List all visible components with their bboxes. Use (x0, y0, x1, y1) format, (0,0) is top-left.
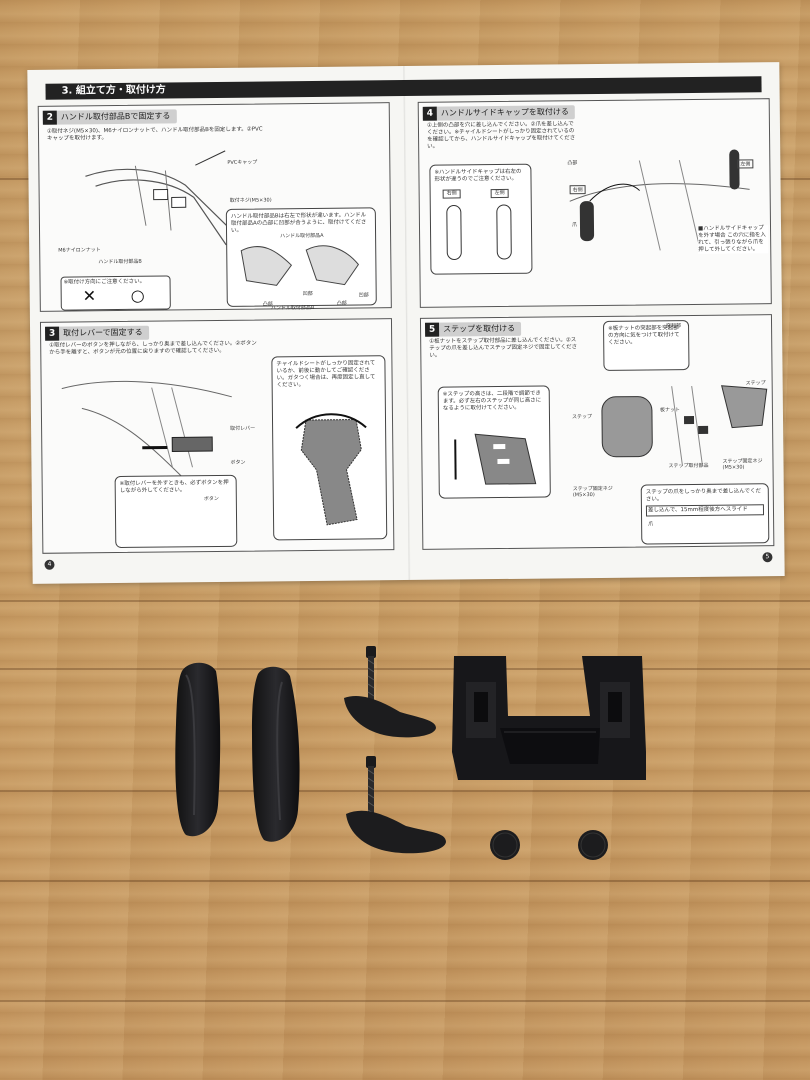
step-2-panel: 2 ハンドル取付部品Bで固定する ①取付ネジ(M5×30)、M6ナイロンナットで… (37, 102, 392, 312)
plank-seam (0, 668, 810, 670)
step-title-text: ステップを取付ける (443, 323, 516, 334)
plank-seam (0, 600, 810, 602)
page-fold (403, 65, 411, 580)
callout-text: ハンドル取付部品Bは右左で形状が違います。ハンドル取付部品Aの凸部に凹部が合うよ… (230, 212, 367, 234)
label-button: ボタン (230, 459, 246, 466)
step-5-panel: 5 ステップを取付ける ①板ナットをステップ取付部品に差し込んでください。②ステ… (419, 314, 775, 550)
pvc-cap-1 (490, 830, 520, 860)
label-pvc-cap: PVCキャップ (227, 159, 258, 166)
label-button-2: ボタン (203, 495, 219, 503)
callout-text: チャイルドシートがしっかり固定されているか、前後に動かしてご確認ください。ガタつ… (276, 360, 376, 389)
step-number: 4 (422, 106, 437, 121)
callout-text: ステップの爪をしっかり奥まで差し込んでください。 (645, 488, 762, 503)
label-mount-b-2: ハンドル取付部品B (270, 304, 315, 312)
step-2-title: 2 ハンドル取付部品Bで固定する (42, 109, 177, 125)
label-mount-a: ハンドル取付部品A (280, 232, 324, 240)
lever-sketch (61, 380, 232, 478)
instruction-manual: 3. 組立て方・取付け方 2 ハンドル取付部品Bで固定する ①取付ネジ(M5×3… (27, 62, 785, 584)
step-height-sketch (454, 433, 537, 485)
step-title-text: ハンドル取付部品Bで固定する (60, 111, 171, 122)
step-4-title: 4 ハンドルサイドキャップを取付ける (422, 105, 575, 121)
label-mount-b: ハンドル取付部品B (98, 258, 142, 266)
plank-seam (0, 880, 810, 882)
step-4-panel: 4 ハンドルサイドキャップを取付ける ①上側の凸部を穴に差し込んでください。②爪… (417, 98, 772, 308)
plate-nut-callout: ※板ナットの突起部を突起部の方向に気をつけて取付けてください。 突起部 (602, 320, 690, 371)
label-right-2: 右側 (569, 185, 586, 195)
callout-text: ※ステップの高さは、二段階で調節できます。必ず左右のステップが同じ高さになるよう… (442, 390, 542, 412)
page-number-left: 4 (44, 559, 55, 570)
label-claw: 爪 (571, 222, 578, 229)
cap-install-sketch (569, 149, 750, 251)
step-3-title: 3 取付レバーで固定する (45, 325, 149, 341)
step-title-text: 取付レバーで固定する (63, 327, 143, 338)
label-concave-2: 凹部 (358, 292, 369, 299)
step-note: ①上側の凸部を穴に差し込んでください。②爪を差し込んでください。※チャイルドシー… (426, 121, 576, 150)
label-concave-1: 凹部 (302, 290, 313, 298)
step-install-sketch (601, 385, 768, 467)
label-convex: 凸部 (567, 160, 578, 167)
label-right: 右側 (442, 189, 461, 199)
caution-text: ※取付け方向にご注意ください。 (63, 278, 146, 286)
step-note: ①板ナットをステップ取付部品に差し込んでください。②ステップの爪を差し込んでステ… (429, 337, 578, 359)
cap-outline-sketch (446, 204, 512, 260)
step-number: 2 (42, 110, 57, 125)
cap-remove-note: ■ハンドルサイドキャップを外す場合 この穴に指を入れて、引っ張りながら爪を押して… (697, 225, 769, 254)
callout-text: ※取付レバーを外すときも、必ずボタンを押しながら外してください。 (119, 479, 229, 495)
label-convex-2: 凸部 (336, 300, 347, 307)
caution-box: ※取付け方向にご注意ください。 (60, 275, 171, 311)
handle-mount-part-b-lower (346, 756, 446, 854)
label-screw: 取付ネジ(M5×30) (229, 197, 272, 204)
wrong-mark: ✕ (82, 286, 97, 306)
callout-text: ※ハンドルサイドキャップは右左の形状が違うのでご注意ください。 (434, 168, 522, 183)
label-step-screw-2: ステップ固定ネジ(M5×30) (572, 485, 613, 499)
handlebar-sketch (85, 150, 237, 246)
step-number: 3 (45, 326, 60, 341)
mount-parts-sketch (240, 245, 360, 286)
handle-side-cap-left (252, 666, 300, 842)
slide-hint: 差し込んで、15mm程度後方へスライド (645, 504, 765, 517)
step-note: ①取付レバーのボタンを押しながら、しっかり奥まで差し込んでください。②ボタンから… (49, 340, 257, 356)
plank-seam (0, 790, 810, 792)
pvc-cap-2 (578, 830, 608, 860)
step-5-title: 5 ステップを取付ける (424, 321, 522, 337)
page-number-right: 5 (762, 552, 773, 563)
step-3-panel: 3 取付レバーで固定する ①取付レバーのボタンを押しながら、しっかり奥まで差し込… (39, 318, 395, 554)
step-bracket (452, 656, 646, 780)
correct-mark: ○ (130, 285, 145, 305)
label-lever: 取付レバー (230, 425, 256, 432)
step-number: 5 (424, 322, 440, 337)
label-claw: 爪 (648, 521, 654, 528)
step-title-text: ハンドルサイドキャップを取付ける (440, 107, 569, 118)
cap-shape-callout: ※ハンドルサイドキャップは右左の形状が違うのでご注意ください。 右側 左側 (429, 163, 533, 275)
seat-sketch (295, 413, 367, 526)
label-left-2: 左側 (737, 159, 754, 169)
step-height-callout: ※ステップの高さは、二段階で調節できます。必ず左右のステップが同じ高さになるよう… (437, 385, 551, 499)
claw-callout: ステップの爪をしっかり奥まで差し込んでください。 差し込んで、15mm程度後方へ… (640, 483, 770, 545)
step-note: ①取付ネジ(M5×30)、M6ナイロンナットで、ハンドル取付部品Bを固定します。… (46, 126, 263, 142)
lever-remove-callout: ※取付レバーを外すときも、必ずボタンを押しながら外してください。 ボタン (114, 474, 238, 549)
handle-side-cap-right (175, 662, 221, 837)
plank-seam (0, 1000, 810, 1002)
handle-mount-part-b-upper (344, 646, 436, 738)
label-nylon-nut: M6ナイロンナット (58, 247, 101, 254)
label-left: 左側 (490, 188, 509, 199)
label-protrusion: 突起部 (666, 323, 682, 330)
